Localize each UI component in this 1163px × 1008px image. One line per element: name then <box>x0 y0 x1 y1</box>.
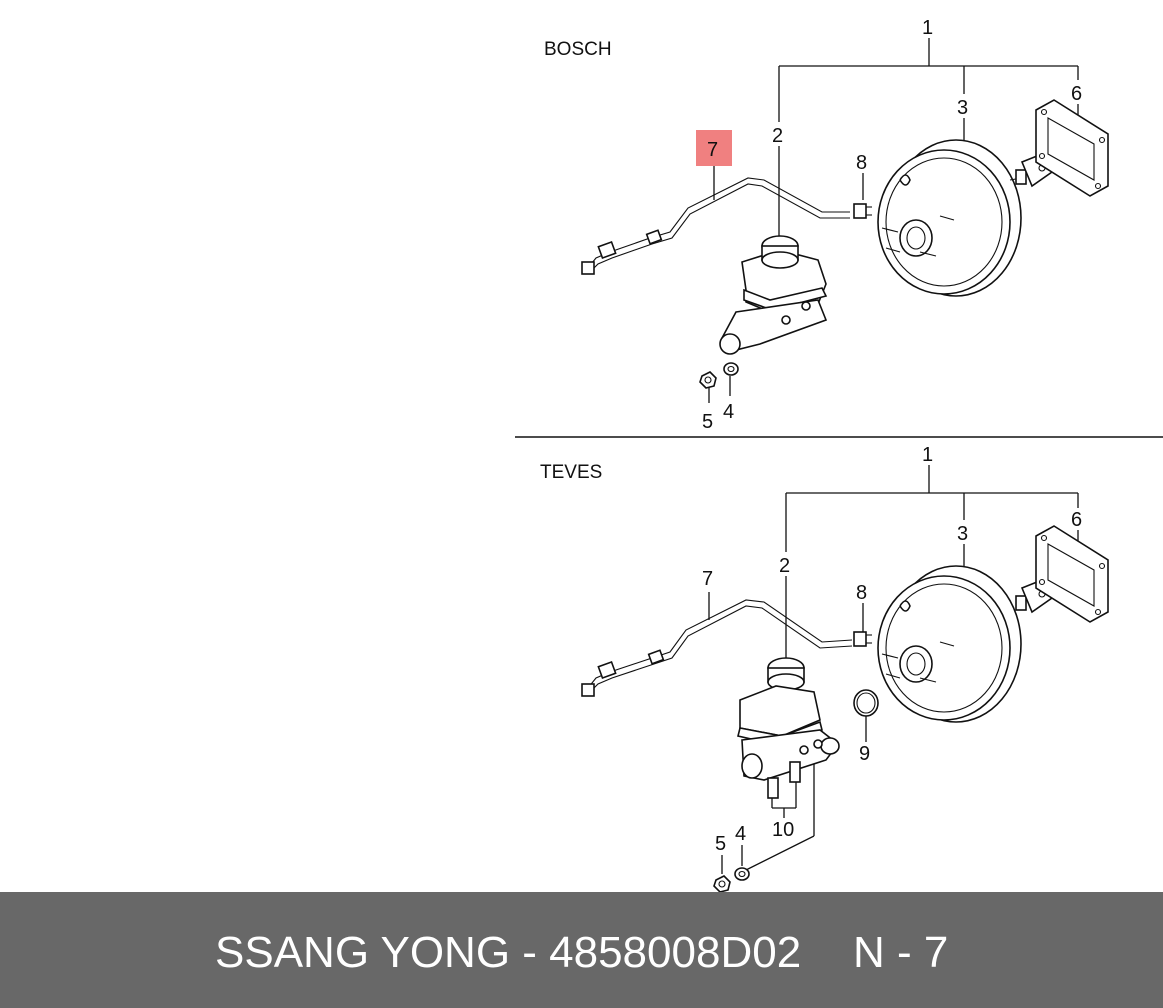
teves-callout-9: 9 <box>859 743 870 765</box>
teves-callout-6: 6 <box>1071 509 1082 531</box>
parts-diagram: BOSCH <box>515 17 1163 892</box>
footer-page-ref: N - 7 <box>853 928 949 977</box>
teves-callout-2: 2 <box>779 555 790 577</box>
section-label-teves: TEVES <box>540 462 602 483</box>
bosch-brake-pipe <box>581 177 850 275</box>
bosch-callout-1: 1 <box>922 17 933 39</box>
teves-fitting <box>853 631 872 647</box>
bosch-master-cylinder <box>719 235 828 355</box>
bosch-callout-6: 6 <box>1071 83 1082 105</box>
teves-master-cylinder <box>737 657 840 799</box>
section-label-bosch: BOSCH <box>544 39 612 60</box>
bosch-callout-3: 3 <box>957 97 968 119</box>
teves-brake-booster <box>877 565 1022 723</box>
teves-clevis-gasket <box>1015 525 1109 623</box>
bosch-callouts: 1 2 3 4 5 6 7 8 <box>696 17 1082 433</box>
section-teves: TEVES <box>540 444 1109 892</box>
teves-leader-lines <box>708 465 1079 874</box>
bosch-clevis-gasket <box>1015 99 1109 197</box>
bosch-callout-2: 2 <box>772 125 783 147</box>
bosch-callout-7: 7 <box>707 139 718 161</box>
bosch-brake-booster <box>877 139 1023 297</box>
bosch-leader-lines <box>708 38 1079 403</box>
teves-o-ring <box>853 689 879 717</box>
teves-callout-3: 3 <box>957 523 968 545</box>
teves-brake-pipe <box>581 599 853 697</box>
bosch-callout-4: 4 <box>723 401 734 423</box>
teves-callout-5: 5 <box>715 833 726 855</box>
bosch-callout-8: 8 <box>856 152 867 174</box>
teves-callout-10: 10 <box>772 819 794 841</box>
teves-nut-washer <box>713 867 750 892</box>
teves-callout-8: 8 <box>856 582 867 604</box>
footer-bar: SSANG YONG - 4858008D02 N - 7 <box>0 892 1163 1008</box>
teves-callout-7: 7 <box>702 568 713 590</box>
bosch-nut-washer <box>699 362 739 389</box>
bosch-fitting <box>853 203 872 219</box>
teves-callout-1: 1 <box>922 444 933 466</box>
highlight-box <box>696 130 732 166</box>
teves-callouts: 1 2 3 4 5 6 7 8 9 10 <box>702 444 1082 855</box>
footer-part-number: SSANG YONG - 4858008D02 <box>215 928 802 977</box>
bosch-callout-5: 5 <box>702 411 713 433</box>
section-bosch: BOSCH <box>544 17 1109 433</box>
teves-callout-4: 4 <box>735 823 746 845</box>
